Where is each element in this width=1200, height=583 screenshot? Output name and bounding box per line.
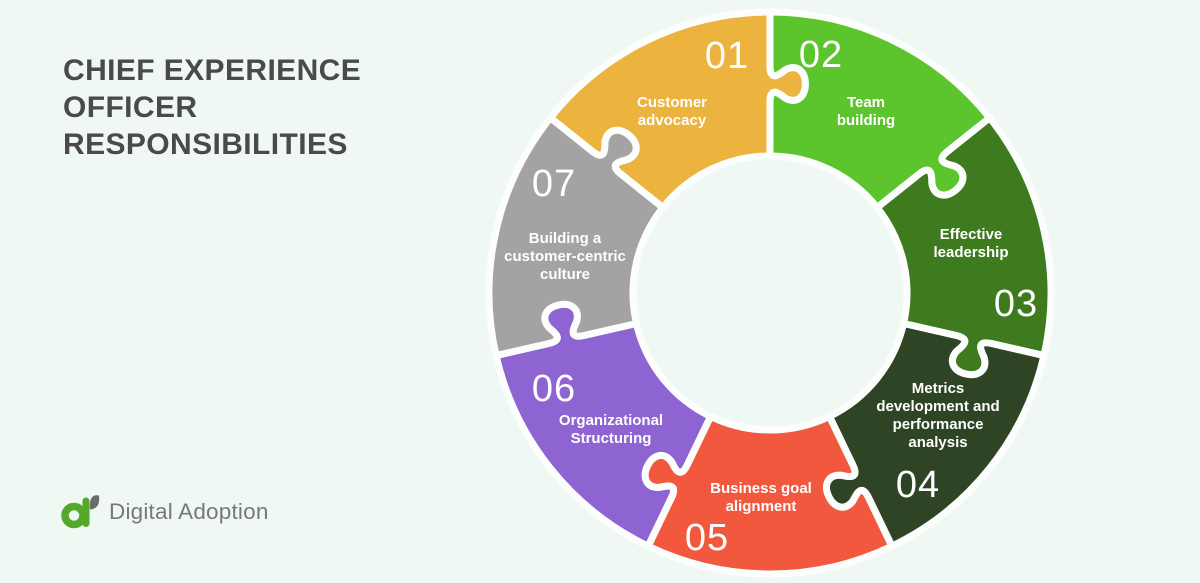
segment-label-line: development and xyxy=(876,398,999,415)
page-title-line: OFFICER xyxy=(63,91,198,124)
segment-number-03: 03 xyxy=(994,283,1038,325)
segment-label-line: customer-centric xyxy=(504,248,626,265)
segment-label-line: Effective xyxy=(940,226,1003,243)
page-title: CHIEF EXPERIENCE OFFICER RESPONSIBILITIE… xyxy=(63,52,361,163)
segment-label-line: Team xyxy=(847,94,885,111)
segment-number-01: 01 xyxy=(705,35,749,77)
segment-label-line: advocacy xyxy=(638,112,707,129)
segment-number-05: 05 xyxy=(685,517,729,559)
segment-label-line: leadership xyxy=(933,244,1008,261)
segment-label-line: analysis xyxy=(908,434,967,451)
segment-label-line: alignment xyxy=(726,498,797,515)
page-title-line: CHIEF EXPERIENCE xyxy=(63,54,362,87)
segment-label-line: Organizational xyxy=(559,412,663,429)
logo-a-bowl xyxy=(61,502,87,529)
digital-adoption-logo-icon xyxy=(61,495,100,529)
segment-label-line: Metrics xyxy=(912,380,965,397)
segment-number-04: 04 xyxy=(896,464,940,506)
segment-number-02: 02 xyxy=(799,34,843,76)
page-title-line: RESPONSIBILITIES xyxy=(63,128,348,161)
segment-label-line: culture xyxy=(540,266,590,283)
puzzle-piece-07 xyxy=(485,114,667,360)
segment-label-line: building xyxy=(837,112,895,129)
logo-leaf-icon xyxy=(89,495,100,510)
segment-label-line: Business goal xyxy=(710,480,812,497)
segment-label-line: Structuring xyxy=(571,430,652,447)
segment-label-line: performance xyxy=(893,416,984,433)
segment-number-06: 06 xyxy=(532,368,576,410)
segment-number-07: 07 xyxy=(532,163,576,205)
segment-label-line: Building a xyxy=(529,230,602,247)
logo-text: Digital Adoption xyxy=(109,498,269,524)
logo: Digital Adoption xyxy=(61,492,269,531)
segment-label-line: Customer xyxy=(637,94,707,111)
